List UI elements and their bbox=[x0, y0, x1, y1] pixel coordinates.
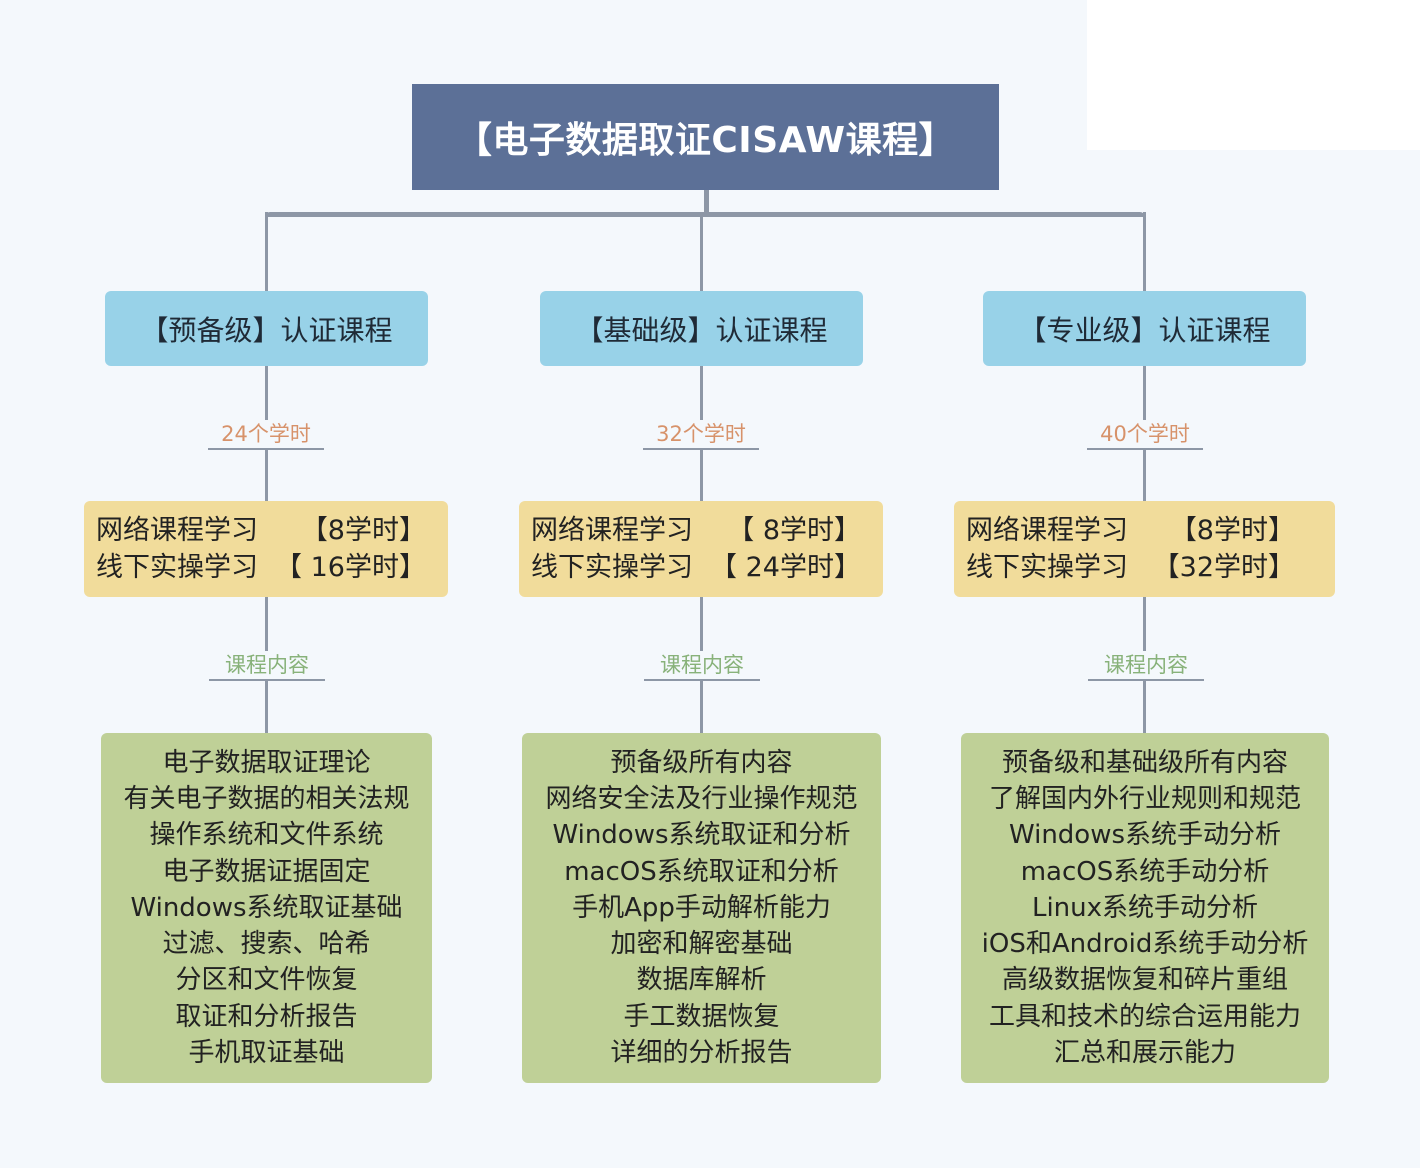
content-item: 有关电子数据的相关法规 bbox=[123, 783, 410, 814]
connector-root-stem bbox=[704, 190, 709, 216]
background-patch bbox=[1087, 0, 1420, 150]
content-item: 手机App手动解析能力 bbox=[572, 892, 831, 923]
level-node-basic: 【基础级】认证课程 bbox=[540, 291, 863, 366]
content-item: 手工数据恢复 bbox=[623, 1001, 780, 1032]
content-item: 汇总和展示能力 bbox=[1053, 1038, 1236, 1069]
hours-row-name: 线下实操学习 bbox=[531, 552, 693, 583]
hours-label-professional: 40个学时 bbox=[1087, 420, 1203, 450]
hours-label-basic: 32个学时 bbox=[643, 420, 759, 450]
content-item: 取证和分析报告 bbox=[175, 1001, 358, 1032]
level-node-preparatory: 【预备级】认证课程 bbox=[105, 291, 428, 366]
content-item: Windows系统取证和分析 bbox=[552, 820, 851, 851]
content-label-professional: 课程内容 bbox=[1088, 651, 1204, 681]
content-item: 电子数据取证理论 bbox=[162, 747, 371, 778]
hours-row-name: 线下实操学习 bbox=[966, 552, 1128, 583]
content-item: macOS系统手动分析 bbox=[1020, 856, 1270, 887]
hours-row-name: 网络课程学习 bbox=[96, 515, 258, 546]
content-item: 了解国内外行业规则和规范 bbox=[988, 783, 1301, 814]
hours-row: 线下实操学习 【 16学时】 bbox=[96, 549, 426, 586]
content-item: 网络安全法及行业操作规范 bbox=[545, 783, 858, 814]
content-item: 电子数据证据固定 bbox=[162, 856, 371, 887]
level-node-professional: 【专业级】认证课程 bbox=[983, 291, 1306, 366]
hours-row-value: 【 16学时】 bbox=[275, 552, 426, 583]
content-item: 分区和文件恢复 bbox=[175, 965, 358, 996]
hours-row: 线下实操学习 【32学时】 bbox=[966, 549, 1295, 586]
hours-row-value: 【32学时】 bbox=[1152, 552, 1295, 583]
content-node-professional: 预备级和基础级所有内容 了解国内外行业规则和规范 Windows系统手动分析 m… bbox=[961, 733, 1329, 1083]
connector-branch-0-top bbox=[265, 212, 268, 291]
content-item: 手机取证基础 bbox=[188, 1038, 345, 1069]
hours-row-name: 线下实操学习 bbox=[96, 552, 258, 583]
content-item: macOS系统取证和分析 bbox=[564, 856, 839, 887]
hours-row-value: 【8学时】 bbox=[1169, 515, 1295, 546]
content-node-preparatory: 电子数据取证理论 有关电子数据的相关法规 操作系统和文件系统 电子数据证据固定 … bbox=[101, 733, 432, 1083]
hours-label-preparatory: 24个学时 bbox=[208, 420, 324, 450]
hours-row: 网络课程学习 【 8学时】 bbox=[531, 512, 861, 549]
hours-row-value: 【8学时】 bbox=[300, 515, 426, 546]
content-item: iOS和Android系统手动分析 bbox=[981, 929, 1309, 960]
connector-horizontal bbox=[265, 212, 1145, 217]
content-item: Linux系统手动分析 bbox=[1031, 892, 1259, 923]
content-item: 预备级所有内容 bbox=[610, 747, 793, 778]
hours-row-name: 网络课程学习 bbox=[531, 515, 693, 546]
content-item: Windows系统取证基础 bbox=[130, 892, 403, 923]
hours-row: 网络课程学习 【8学时】 bbox=[966, 512, 1295, 549]
content-item: Windows系统手动分析 bbox=[1008, 820, 1282, 851]
content-item: 数据库解析 bbox=[636, 965, 767, 996]
root-title: 【电子数据取证CISAW课程】 bbox=[412, 84, 999, 190]
hours-row-value: 【 24学时】 bbox=[710, 552, 861, 583]
content-item: 详细的分析报告 bbox=[610, 1038, 793, 1069]
content-item: 过滤、搜索、哈希 bbox=[162, 929, 371, 960]
content-item: 工具和技术的综合运用能力 bbox=[988, 1001, 1301, 1032]
hours-row: 线下实操学习 【 24学时】 bbox=[531, 549, 861, 586]
connector-branch-2-top bbox=[1143, 212, 1146, 291]
hours-node-basic: 网络课程学习 【 8学时】 线下实操学习 【 24学时】 bbox=[519, 501, 883, 597]
content-item: 高级数据恢复和碎片重组 bbox=[1001, 965, 1288, 996]
content-node-basic: 预备级所有内容 网络安全法及行业操作规范 Windows系统取证和分析 macO… bbox=[522, 733, 881, 1083]
connector-branch-1-top bbox=[700, 212, 703, 291]
hours-node-professional: 网络课程学习 【8学时】 线下实操学习 【32学时】 bbox=[954, 501, 1335, 597]
hours-row: 网络课程学习 【8学时】 bbox=[96, 512, 426, 549]
hours-node-preparatory: 网络课程学习 【8学时】 线下实操学习 【 16学时】 bbox=[84, 501, 448, 597]
content-label-basic: 课程内容 bbox=[644, 651, 760, 681]
hours-row-value: 【 8学时】 bbox=[727, 515, 861, 546]
hours-row-name: 网络课程学习 bbox=[966, 515, 1128, 546]
content-label-preparatory: 课程内容 bbox=[209, 651, 325, 681]
content-item: 加密和解密基础 bbox=[610, 929, 793, 960]
content-item: 操作系统和文件系统 bbox=[149, 820, 384, 851]
content-item: 预备级和基础级所有内容 bbox=[1001, 747, 1288, 778]
